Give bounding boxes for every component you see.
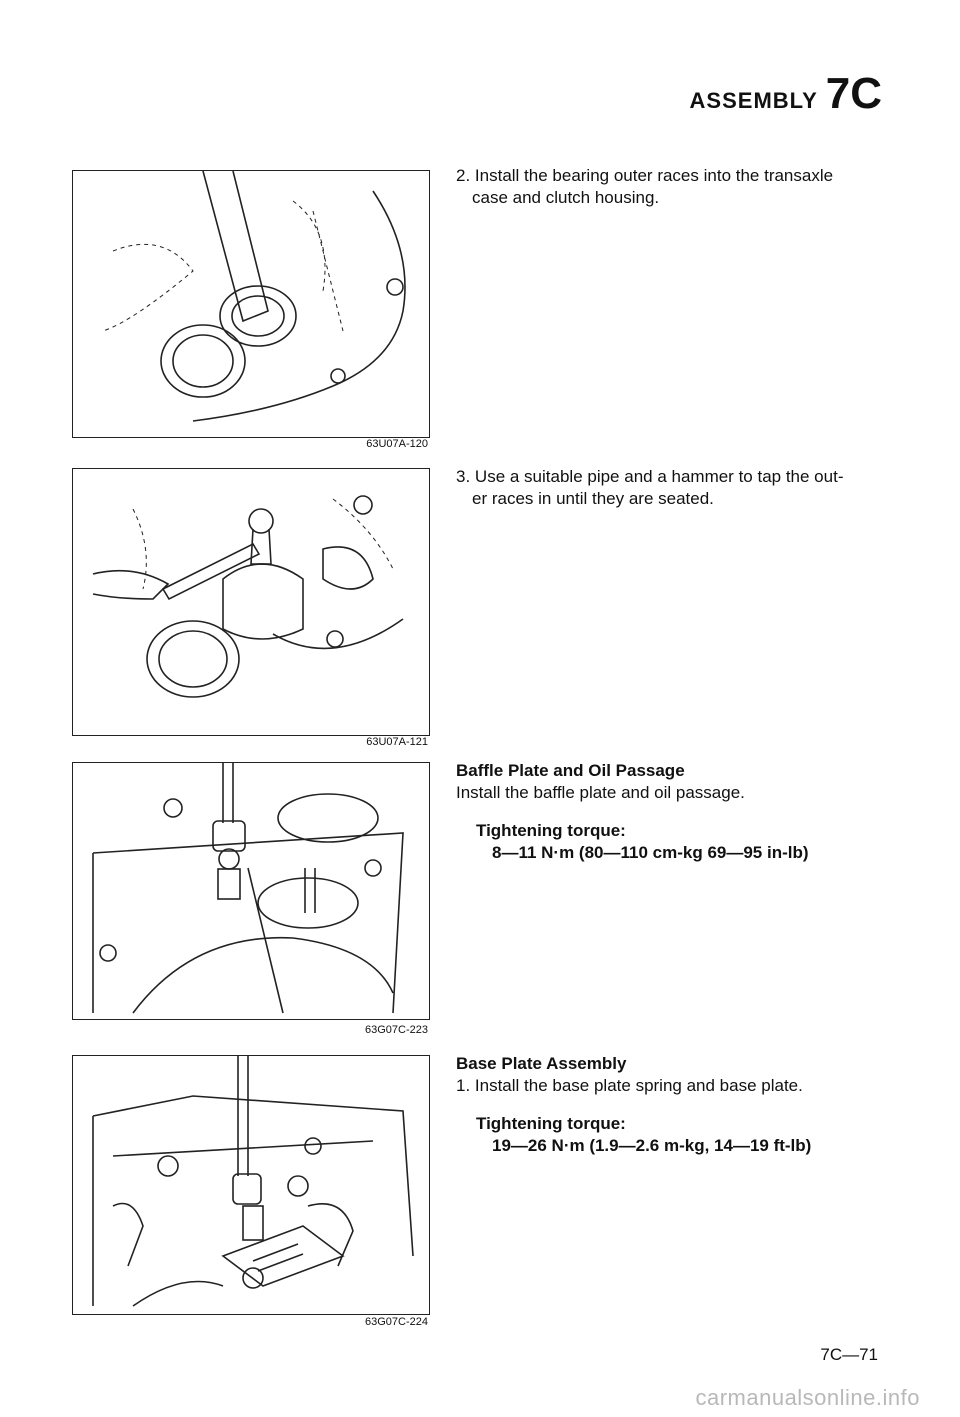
figure-code: 63U07A-120 [366, 438, 428, 450]
torque-label: Tightening torque: [476, 821, 626, 840]
torque-value: 19—26 N·m (1.9—2.6 m-kg, 14—19 ft-lb) [492, 1136, 812, 1155]
section-heading: Base Plate Assembly [456, 1054, 627, 1073]
torque-value: 8—11 N·m (80—110 cm-kg 69—95 in-lb) [492, 843, 809, 862]
step-3: 3. Use a suitable pipe and a hammer to t… [456, 466, 886, 510]
figure-code: 63G07C-223 [365, 1024, 428, 1036]
figure-baffle-plate [72, 762, 430, 1020]
header-title: ASSEMBLY [689, 88, 818, 113]
section-body: 1. Install the base plate spring and bas… [456, 1076, 803, 1095]
bearing-races-illustration [102, 171, 406, 422]
page-header: ASSEMBLY 7C [690, 72, 882, 116]
page-number: 7C—71 [820, 1345, 878, 1364]
figure-bearing-races [72, 170, 430, 438]
baffle-section: Baffle Plate and Oil Passage Install the… [456, 760, 886, 864]
figure-base-plate [72, 1055, 430, 1315]
step-text-line1: Install the bearing outer races into the… [474, 166, 834, 185]
figure-code: 63U07A-121 [366, 736, 428, 748]
hammer-pipe-illustration [92, 495, 404, 698]
torque-label: Tightening torque: [476, 1114, 626, 1133]
base-plate-illustration [92, 1056, 414, 1307]
figure-code: 63G07C-224 [365, 1316, 428, 1328]
step-number: 3. [456, 467, 471, 486]
baffle-plate-illustration [92, 763, 404, 1014]
watermark: carmanualsonline.info [695, 1385, 920, 1410]
section-number: 7C [825, 69, 882, 118]
section-body: Install the baffle plate and oil passage… [456, 783, 745, 802]
base-plate-section: Base Plate Assembly 1. Install the base … [456, 1053, 886, 1157]
step-text-line1: Use a suitable pipe and a hammer to tap … [474, 467, 844, 486]
step-text-line2: er races in until they are seated. [472, 489, 714, 508]
figure-hammer-pipe [72, 468, 430, 736]
section-heading: Baffle Plate and Oil Passage [456, 761, 685, 780]
step-2: 2. Install the bearing outer races into … [456, 165, 886, 209]
step-number: 2. [456, 166, 471, 185]
step-text-line2: case and clutch housing. [472, 188, 660, 207]
